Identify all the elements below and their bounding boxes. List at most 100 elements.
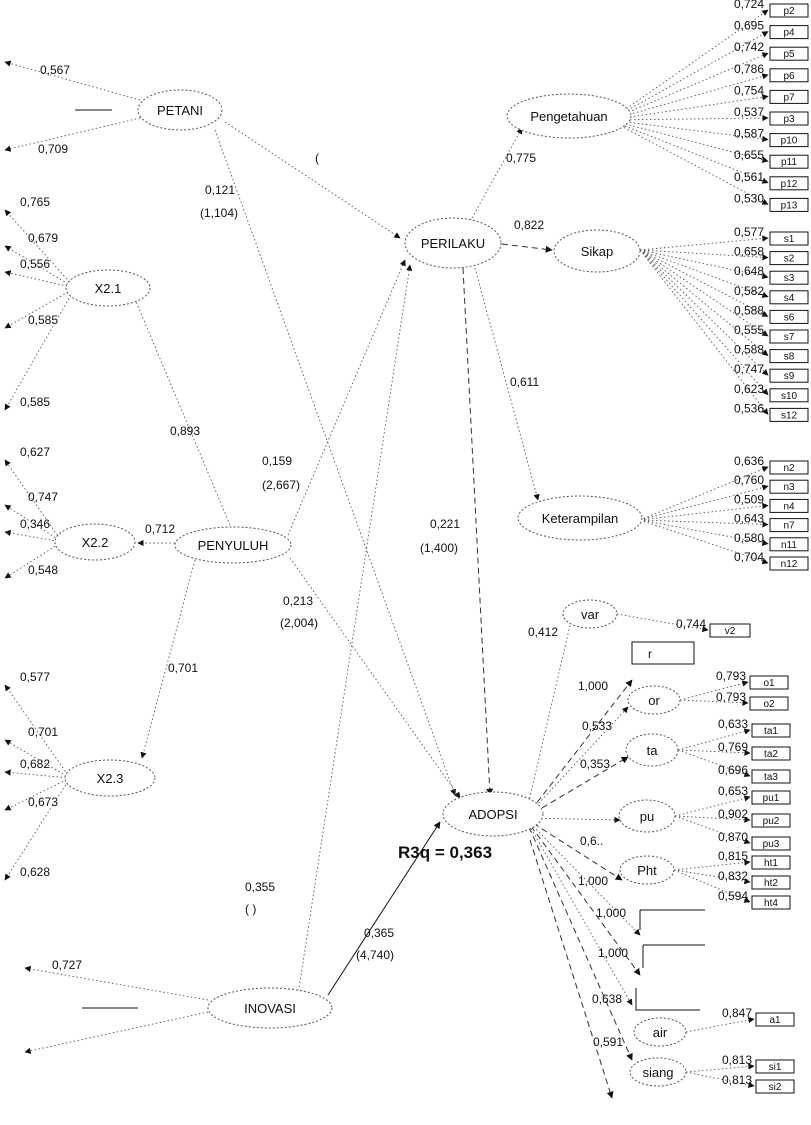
path-inovasi-adopsi [327,821,441,996]
node-perilaku-label: PERILAKU [421,236,485,251]
ta-name-ta2: ta2 [764,749,778,760]
indicator-r-box [631,641,695,665]
air-box-a1 [755,1012,795,1027]
sikap-load-s1: 0,577 [734,225,764,239]
keterampilan-name-n4: n4 [783,501,795,512]
ta-load-ta3: 0,696 [718,763,748,777]
x21-load-2: 0,556 [20,257,50,271]
node-x21-label: X2.1 [95,281,122,296]
x21-load-0: 0,765 [20,195,50,209]
pengetahuan-load-p7: 0,754 [734,83,764,97]
ta-arrow-ta3 [677,749,751,778]
label-penyuluh-adopsi-coef: 0,213 [283,594,313,608]
x22-arrow-0 [4,459,63,543]
siang-box-si2 [755,1079,795,1094]
node-adopsi-label: ADOPSI [468,807,517,822]
adopsi-path-label-5: 1,000 [578,874,608,888]
sikap-arrow-s12 [639,249,769,415]
node-or [627,685,681,715]
path-penyuluh-x21 [131,291,231,526]
adopsi-path-9 [524,817,633,1061]
node-adopsi [442,791,544,837]
keterampilan-box-n11 [769,537,809,552]
sikap-arrow-s7 [639,249,769,337]
pu-load-pu1: 0,653 [718,784,748,798]
path-penyuluh-perilaku [287,259,406,536]
pengetahuan-arrow-p11 [609,119,769,163]
sikap-name-s3: s3 [784,273,795,284]
pengetahuan-arrow-p13 [609,119,769,205]
pht-arrow-ht1 [673,859,751,871]
sikap-arrow-s6 [639,249,769,317]
siang-arrow-si1 [685,1063,755,1073]
pengetahuan-load-p2: 0,724 [734,0,764,11]
node-air [633,1017,687,1047]
pengetahuan-name-p10: p10 [781,136,798,147]
x21-arrow-1 [4,245,76,289]
ta-box-ta3 [751,769,791,784]
adopsi-path-5 [524,817,623,881]
adopsi-path-label-9: 0,591 [593,1035,623,1049]
adopsi-path-label-1: 1,000 [578,679,608,693]
keterampilan-box-n12 [769,556,809,571]
ta-load-ta2: 0,769 [718,740,748,754]
pengetahuan-load-p5: 0,742 [734,40,764,54]
keterampilan-load-n4: 0,509 [734,492,764,506]
var-box-v2 [709,623,751,638]
keterampilan-arrow-n2 [639,466,769,521]
ta-arrow-ta1 [677,728,751,751]
keterampilan-box-n7 [769,518,809,533]
x23-arrow-4 [4,777,71,881]
adopsi-path-0 [524,603,577,819]
sikap-arrow-s4 [639,249,769,298]
pu-name-pu2: pu2 [763,816,780,827]
var-arrow-v2 [616,613,709,633]
node-pengetahuan-label: Pengetahuan [530,109,607,124]
node-var-label: var [581,607,600,622]
label-perilaku-adopsi-coef: 0,221 [430,517,460,531]
path-perilaku-adopsi [462,267,494,796]
sikap-load-s12: 0,536 [734,401,764,415]
sikap-box-s8 [769,349,809,364]
keterampilan-load-n2: 0,636 [734,454,764,468]
sikap-name-s8: s8 [784,352,795,363]
pu-load-pu3: 0,870 [718,830,748,844]
node-penyuluh [174,526,292,564]
x23-arrow-1 [4,739,71,779]
ta-name-ta3: ta3 [764,772,778,783]
label-perilaku-keterampilan: 0,611 [510,375,539,389]
sikap-name-s4: s4 [784,293,795,304]
pht-box-ht4 [751,895,791,910]
pengetahuan-name-p6: p6 [783,71,795,82]
or-name-o1: o1 [763,678,775,689]
pengetahuan-load-p4: 0,695 [734,19,764,33]
sikap-name-s10: s10 [781,391,798,402]
ta-box-ta1 [751,723,791,738]
pht-name-ht1: ht1 [764,858,778,869]
adopsi-path-label-2: 0,533 [582,719,612,733]
x22-load-1: 0,747 [28,490,58,504]
x23-arrow-2 [4,769,71,779]
label-inovasi-adopsi-t: (4,740) [356,948,394,962]
pengetahuan-box-p11 [769,154,809,169]
pengetahuan-box-p5 [769,46,809,61]
pengetahuan-load-p10: 0,587 [734,127,764,141]
x23-load-3: 0,673 [28,795,58,809]
pengetahuan-box-p2 [769,3,809,18]
keterampilan-box-n2 [769,460,809,475]
indicator-box-blank-1 [639,909,705,930]
sikap-box-s4 [769,290,809,305]
pht-arrow-ht2 [673,869,751,885]
pengetahuan-arrow-p10 [609,119,769,143]
sikap-box-s9 [769,368,809,383]
pengetahuan-load-p12: 0,561 [734,170,764,184]
x23-load-4: 0,628 [20,865,50,879]
node-pu-label: pu [640,809,654,824]
or-arrow-o2 [679,699,749,706]
air-arrow-a1 [685,1016,755,1033]
x21-load-3: 0,585 [28,313,58,327]
adopsi-path-label-4: 0,6.. [580,834,603,848]
pengetahuan-name-p2: p2 [783,6,795,17]
siang-load-si1: 0,813 [722,1053,752,1067]
node-siang-label: siang [642,1065,673,1080]
